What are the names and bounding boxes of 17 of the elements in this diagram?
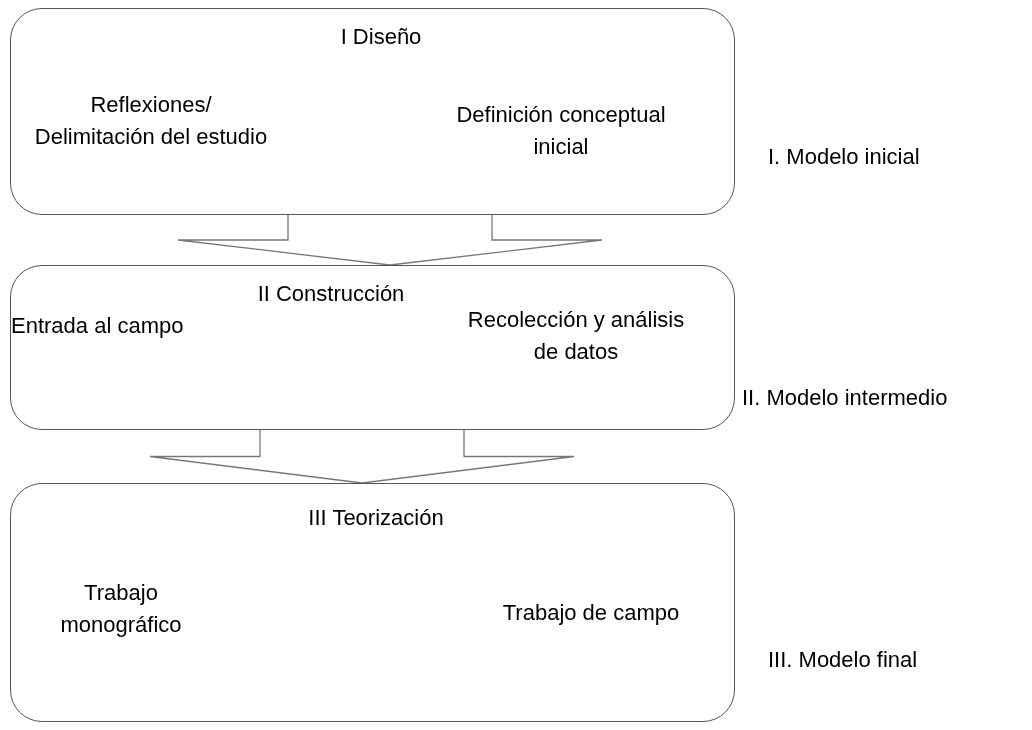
stage-text: Recolección y análisis de datos — [466, 306, 686, 366]
stage-text: Trabajo monográfico — [59, 579, 183, 639]
rounded-box — [10, 265, 735, 430]
stage-heading: I Diseño — [339, 23, 423, 51]
stage-heading: III Teorización — [307, 504, 445, 532]
block-arrow — [149, 429, 575, 484]
stage-heading: II Construcción — [256, 280, 406, 308]
stage-text: Definición conceptual inicial — [455, 101, 667, 161]
model-label: II. Modelo intermedio — [742, 384, 948, 412]
model-label: I. Modelo inicial — [768, 143, 920, 171]
block-arrow — [177, 214, 603, 266]
model-label: III. Modelo final — [768, 646, 918, 674]
rounded-box — [10, 8, 735, 215]
stage-text: Entrada al campo — [11, 312, 185, 340]
rounded-box — [10, 483, 735, 722]
stage-text: Reflexiones/ Delimitación del estudio — [33, 91, 269, 151]
stage-text: Trabajo de campo — [501, 599, 681, 627]
